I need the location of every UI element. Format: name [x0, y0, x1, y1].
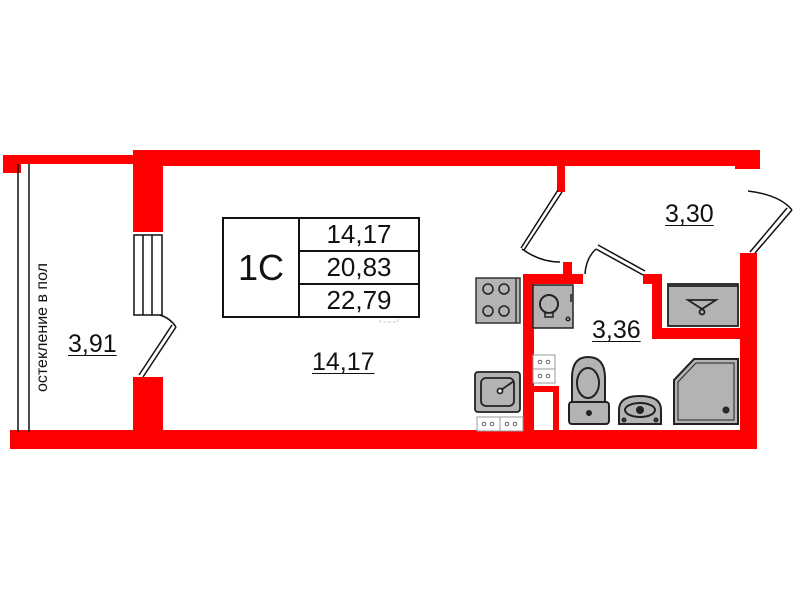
bathroom-door: [584, 244, 646, 276]
area-summary: 14,17 20,83 22,79: [300, 219, 418, 316]
shower-tray-icon: [673, 358, 739, 425]
toilet-icon: [568, 355, 610, 425]
bathroom-area-label: 3,36: [592, 316, 641, 344]
washing-machine-icon: [532, 284, 574, 329]
balcony-glazing-note: остекление в пол: [34, 263, 51, 392]
washbasin-icon: [618, 394, 662, 425]
balcony-area-label: 3,91: [68, 330, 117, 358]
living-room-area-label: 14,17: [312, 348, 375, 376]
living-area-value: 14,17: [326, 219, 392, 249]
apartment-type: 1С: [224, 219, 300, 316]
total-area-with-balcony-value: 22,79: [300, 283, 418, 316]
hallway-area-label: 3,30: [665, 200, 714, 228]
stove-icon: [475, 277, 521, 324]
water-heater-icon: [667, 283, 739, 327]
entrance-door: [747, 190, 793, 254]
total-area-value: 20,83: [300, 250, 418, 283]
kitchen-sink-icon: [474, 371, 521, 413]
balcony-glazing: [17, 164, 30, 432]
balcony-door: [138, 314, 177, 378]
sockets: [476, 354, 556, 432]
room-door: [520, 189, 563, 263]
window: [133, 234, 163, 316]
walls: [3, 150, 760, 449]
apartment-legend: 1С 14,17 20,83 22,79: [222, 217, 420, 318]
